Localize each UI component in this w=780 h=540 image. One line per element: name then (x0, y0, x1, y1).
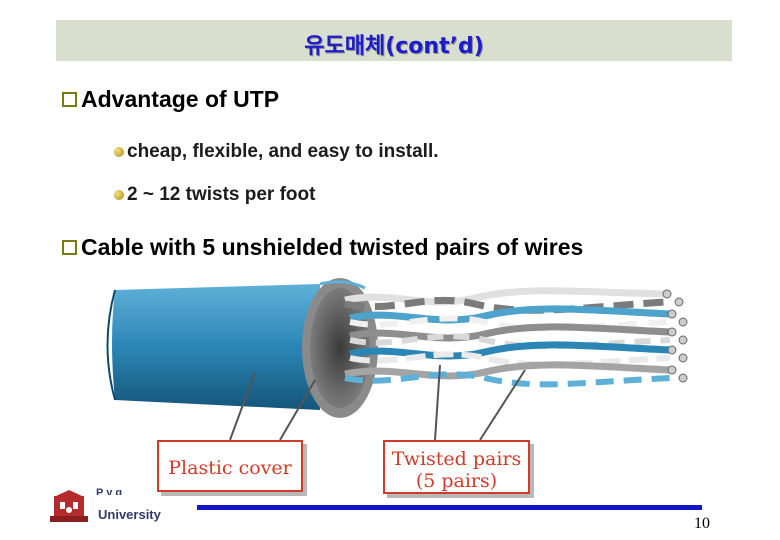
slide-title: 유도매체(cont’d) (304, 34, 484, 59)
sub-bullet-twists-text: 2 ~ 12 twists per foot (127, 184, 316, 205)
university-name: University (98, 507, 161, 522)
sub-bullet-cheap-text: cheap, flexible, and easy to install. (127, 141, 439, 162)
wire-pair (344, 361, 671, 388)
cable-jacket (112, 284, 320, 410)
twisted-pairs-count-text: (5 pairs) (415, 470, 498, 492)
twisted-pairs-text: Twisted pairs (391, 448, 522, 470)
sub-bullet-cheap: cheap, flexible, and easy to install. (114, 141, 439, 163)
twisted-pairs (344, 287, 688, 388)
twisted-pairs-leader-line (434, 364, 441, 441)
square-bullet-icon (62, 92, 77, 107)
twisted-pairs-label: Twisted pairs (5 pairs) (383, 440, 530, 494)
square-bullet-icon (62, 240, 77, 255)
university-logo-icon (50, 490, 88, 522)
wire-pair (349, 305, 671, 332)
sub-bullet-twists: 2 ~ 12 twists per foot (114, 184, 315, 206)
plastic-cover-label: Plastic cover (157, 440, 303, 492)
page-number: 10 (694, 515, 710, 532)
bullet-advantage-text: Advantage of UTP (81, 86, 280, 112)
utp-cable-illustration (106, 278, 688, 441)
wire-pair (349, 341, 671, 368)
round-bullet-icon (114, 190, 124, 200)
title-bar: 유도매체(cont’d) (56, 20, 732, 61)
plastic-cover-leader-line (229, 371, 256, 441)
footer-divider (197, 505, 702, 510)
wire-pair (344, 287, 666, 314)
round-bullet-icon (114, 147, 124, 157)
wire-ends (662, 289, 688, 383)
bullet-advantage: Advantage of UTP (62, 86, 279, 113)
wire-pair (349, 323, 671, 350)
university-name-partial: P y g (96, 487, 123, 495)
bullet-cable-text: Cable with 5 unshielded twisted pairs of… (81, 234, 584, 260)
bullet-cable: Cable with 5 unshielded twisted pairs of… (62, 234, 583, 261)
plastic-cover-text: Plastic cover (168, 457, 292, 479)
